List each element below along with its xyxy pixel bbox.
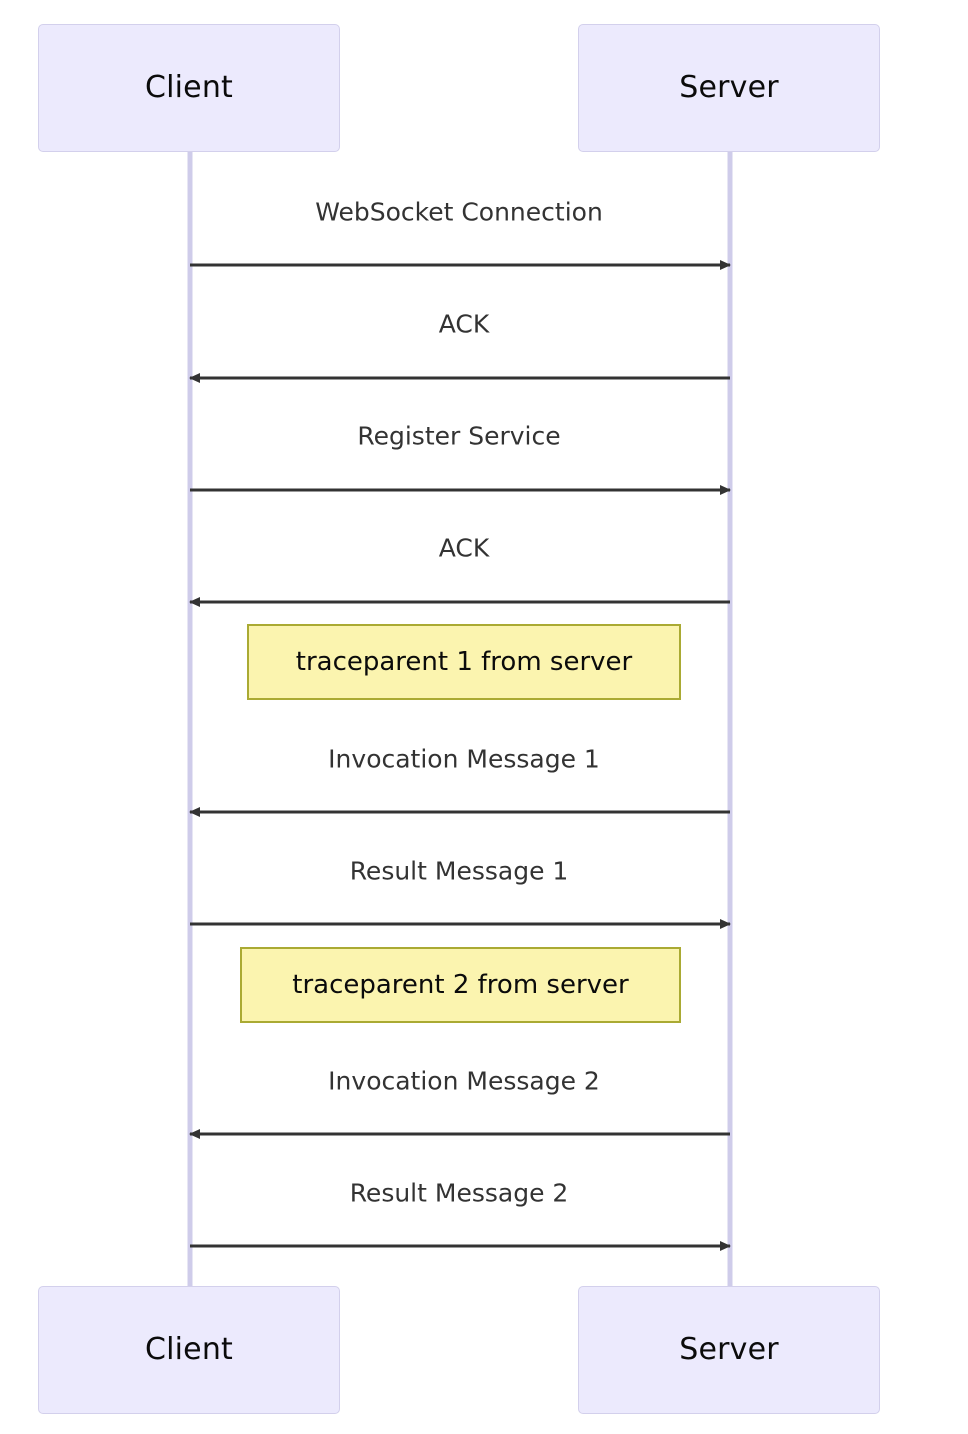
message-label-2: Register Service (357, 421, 561, 451)
participant-box-client-bottom[interactable]: Client (38, 1286, 340, 1414)
message-label-4: Invocation Message 1 (328, 744, 600, 774)
message-label-3: ACK (438, 533, 490, 563)
message-label-5: Result Message 1 (349, 856, 569, 886)
participant-box-client-top[interactable]: Client (38, 24, 340, 152)
participant-box-server-top[interactable]: Server (578, 24, 880, 152)
arrows-group (189, 260, 731, 1251)
note-label-1: traceparent 2 from server (292, 970, 629, 1000)
participant-label-server-top: Server (679, 70, 779, 105)
message-label-1: ACK (438, 309, 490, 339)
note-label-0: traceparent 1 from server (295, 647, 633, 677)
note-box-0[interactable]: traceparent 1 from server (247, 624, 681, 700)
message-label-0: WebSocket Connection (315, 197, 603, 227)
participant-label-client-bottom: Client (144, 1332, 234, 1367)
participant-label-server-bottom: Server (679, 1332, 779, 1367)
participant-label-client-top: Client (144, 70, 234, 105)
lifelines-group (187, 152, 733, 1286)
participant-box-server-bottom[interactable]: Server (578, 1286, 880, 1414)
message-label-7: Result Message 2 (349, 1178, 569, 1208)
note-box-1[interactable]: traceparent 2 from server (240, 947, 681, 1023)
message-label-6: Invocation Message 2 (328, 1066, 600, 1096)
